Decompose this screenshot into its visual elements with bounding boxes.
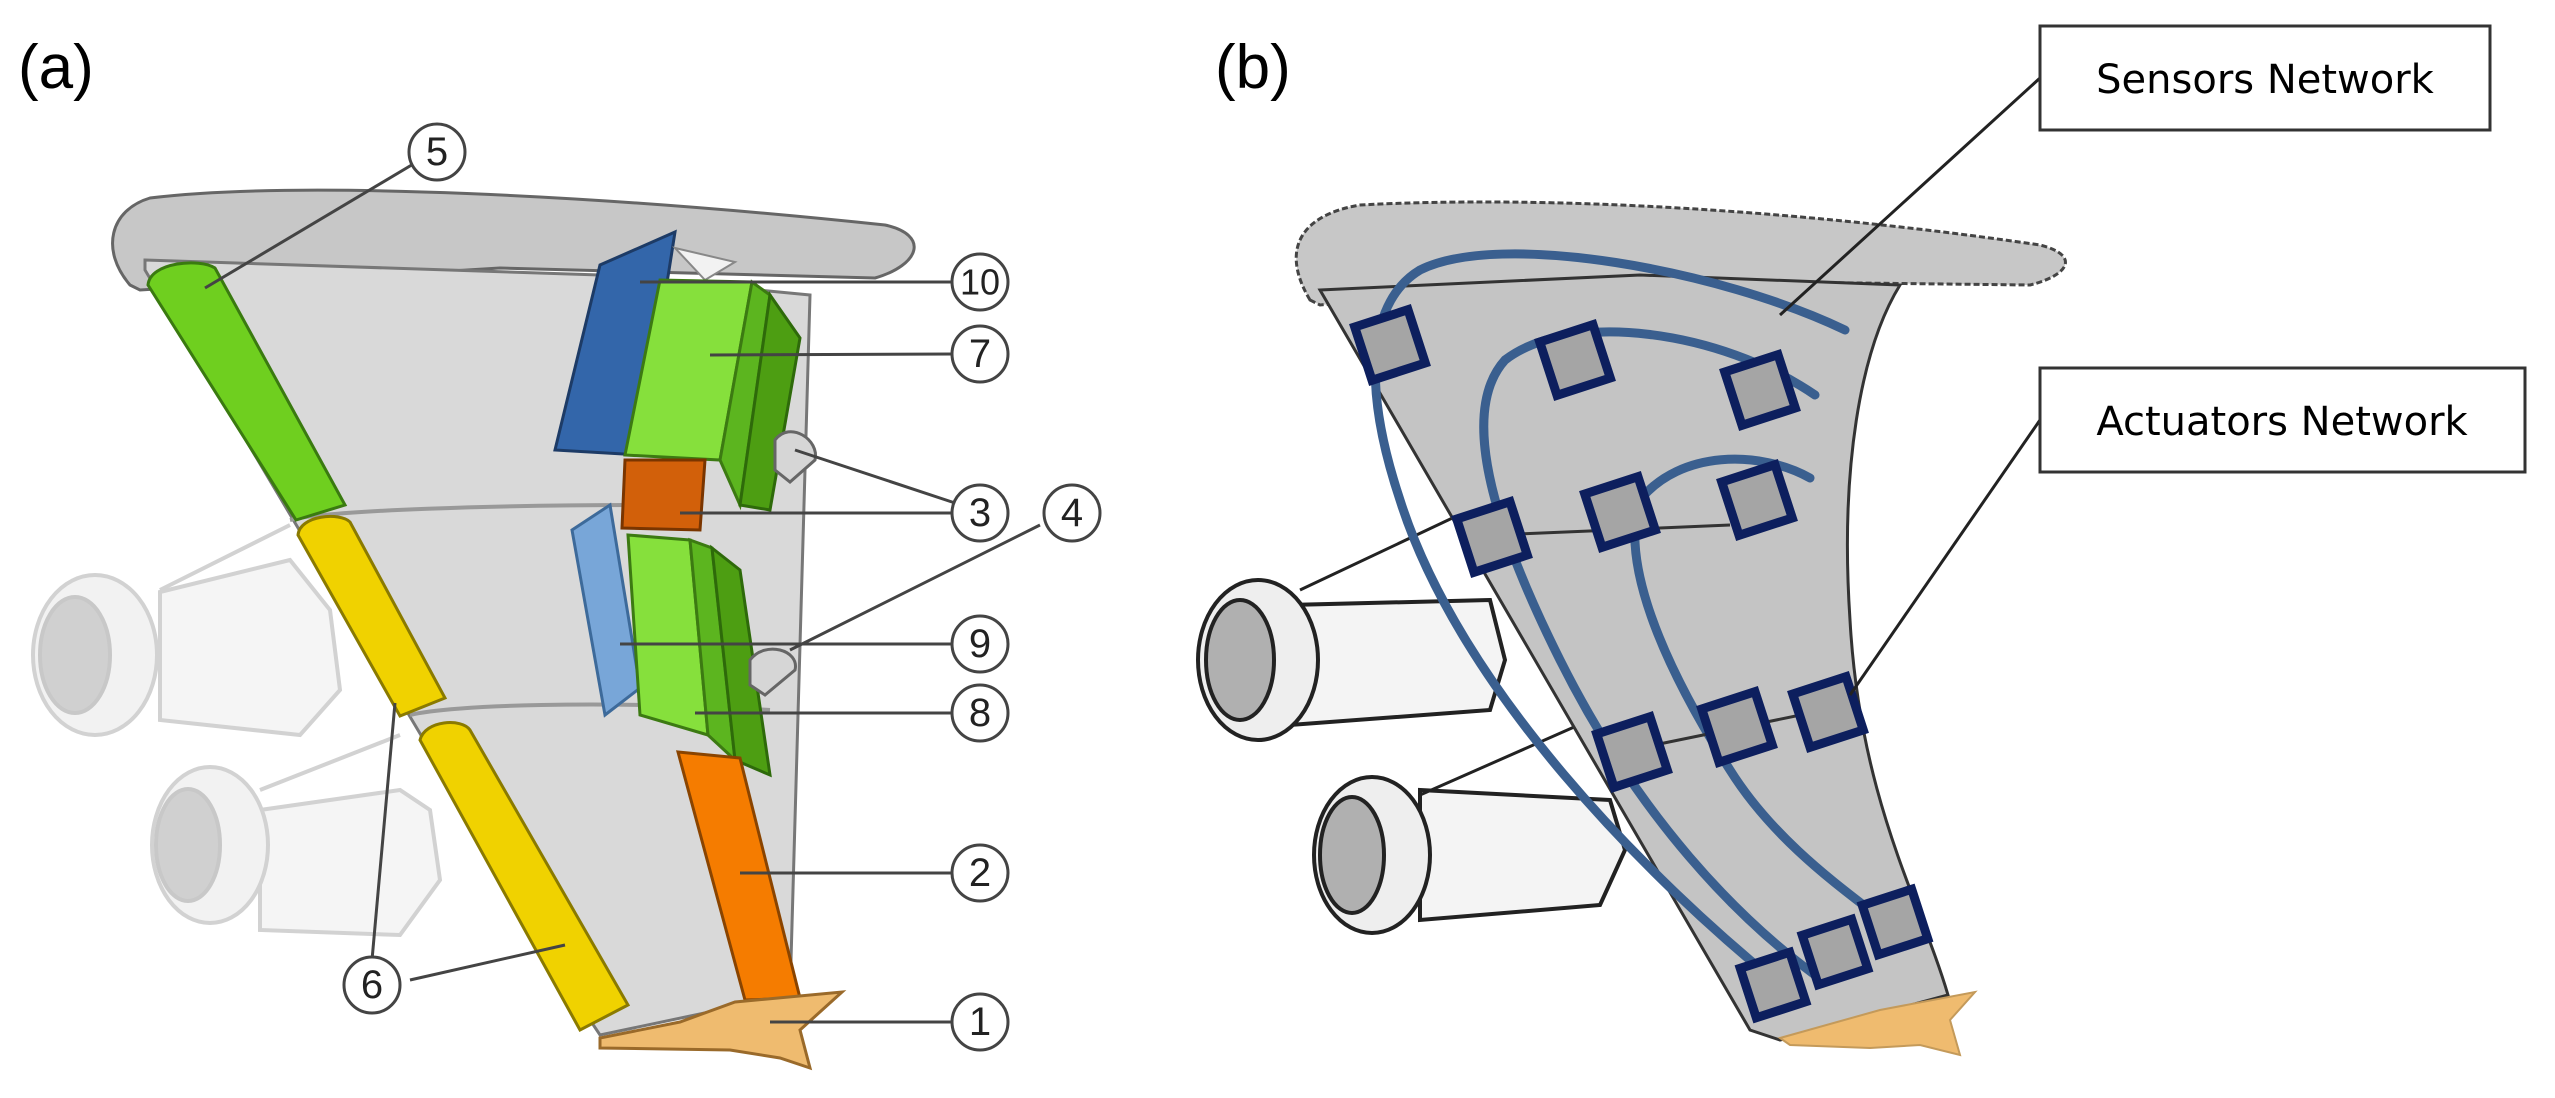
callout-10: 10 <box>950 252 1010 312</box>
sensors-network-label-box: Sensors Network <box>2038 24 2492 132</box>
actuators-network-label-box: Actuators Network <box>2038 366 2527 474</box>
actuator-node <box>1856 883 1934 961</box>
svg-text:2: 2 <box>969 851 991 895</box>
actuator-node <box>1534 319 1616 401</box>
callout-5: 5 <box>407 122 467 182</box>
panel-a: (a) <box>18 33 1102 1071</box>
network-label-leaders <box>1778 76 2042 696</box>
callout-1: 1 <box>950 992 1010 1052</box>
sensors-network-label: Sensors Network <box>2096 57 2435 103</box>
svg-text:3: 3 <box>969 491 991 535</box>
callout-4: 4 <box>1042 483 1102 543</box>
actuator-node <box>1716 459 1798 541</box>
actuator-node <box>1719 349 1801 431</box>
component-1-wingtip <box>598 990 847 1071</box>
actuator-node <box>1349 304 1431 386</box>
svg-text:10: 10 <box>960 262 1000 303</box>
callout-8: 8 <box>950 683 1010 743</box>
actuator-node <box>1734 946 1812 1024</box>
callout-leader-lines <box>204 158 1070 1024</box>
actuator-node <box>1451 496 1533 578</box>
component-3-tab <box>620 458 707 532</box>
actuator-node <box>1696 686 1778 768</box>
flap-fairing-lower <box>748 647 797 697</box>
component-6-slat-inner <box>296 514 448 718</box>
panel-b-label: (b) <box>1215 33 1291 102</box>
actuator-node <box>1796 913 1874 991</box>
wingtip-b <box>1777 990 1978 1057</box>
svg-text:1: 1 <box>969 1000 991 1044</box>
actuator-node <box>1787 671 1869 753</box>
winglet-b <box>1294 200 2067 307</box>
component-6-slat-outer <box>418 721 631 1033</box>
callout-2: 2 <box>950 843 1010 903</box>
svg-text:6: 6 <box>361 963 383 1007</box>
spoiler-top-frame <box>672 246 738 282</box>
svg-text:8: 8 <box>969 691 991 735</box>
actuator-nodes <box>1349 304 1934 1024</box>
panel-a-label: (a) <box>18 33 94 102</box>
engine-upper <box>1196 503 1508 742</box>
svg-text:7: 7 <box>969 332 991 376</box>
actuator-node <box>1579 471 1661 553</box>
engine-lower <box>1312 718 1628 935</box>
flap-fairing-upper <box>773 430 817 484</box>
callout-6: 6 <box>342 955 402 1015</box>
actuator-node <box>1591 711 1673 793</box>
callout-3: 3 <box>950 483 1010 543</box>
faded-engine-lower <box>150 733 443 938</box>
svg-text:9: 9 <box>969 622 991 666</box>
component-8-flap-tab <box>710 544 772 778</box>
actuators-network-label: Actuators Network <box>2096 399 2468 445</box>
callout-7: 7 <box>950 324 1010 384</box>
callout-9: 9 <box>950 614 1010 674</box>
faded-engine-upper <box>31 523 343 738</box>
component-7-flap-tab <box>738 291 802 512</box>
svg-text:5: 5 <box>426 130 448 174</box>
panel-b: (b) <box>1196 24 2527 1057</box>
component-5-slat <box>146 261 348 522</box>
svg-text:4: 4 <box>1061 491 1083 535</box>
